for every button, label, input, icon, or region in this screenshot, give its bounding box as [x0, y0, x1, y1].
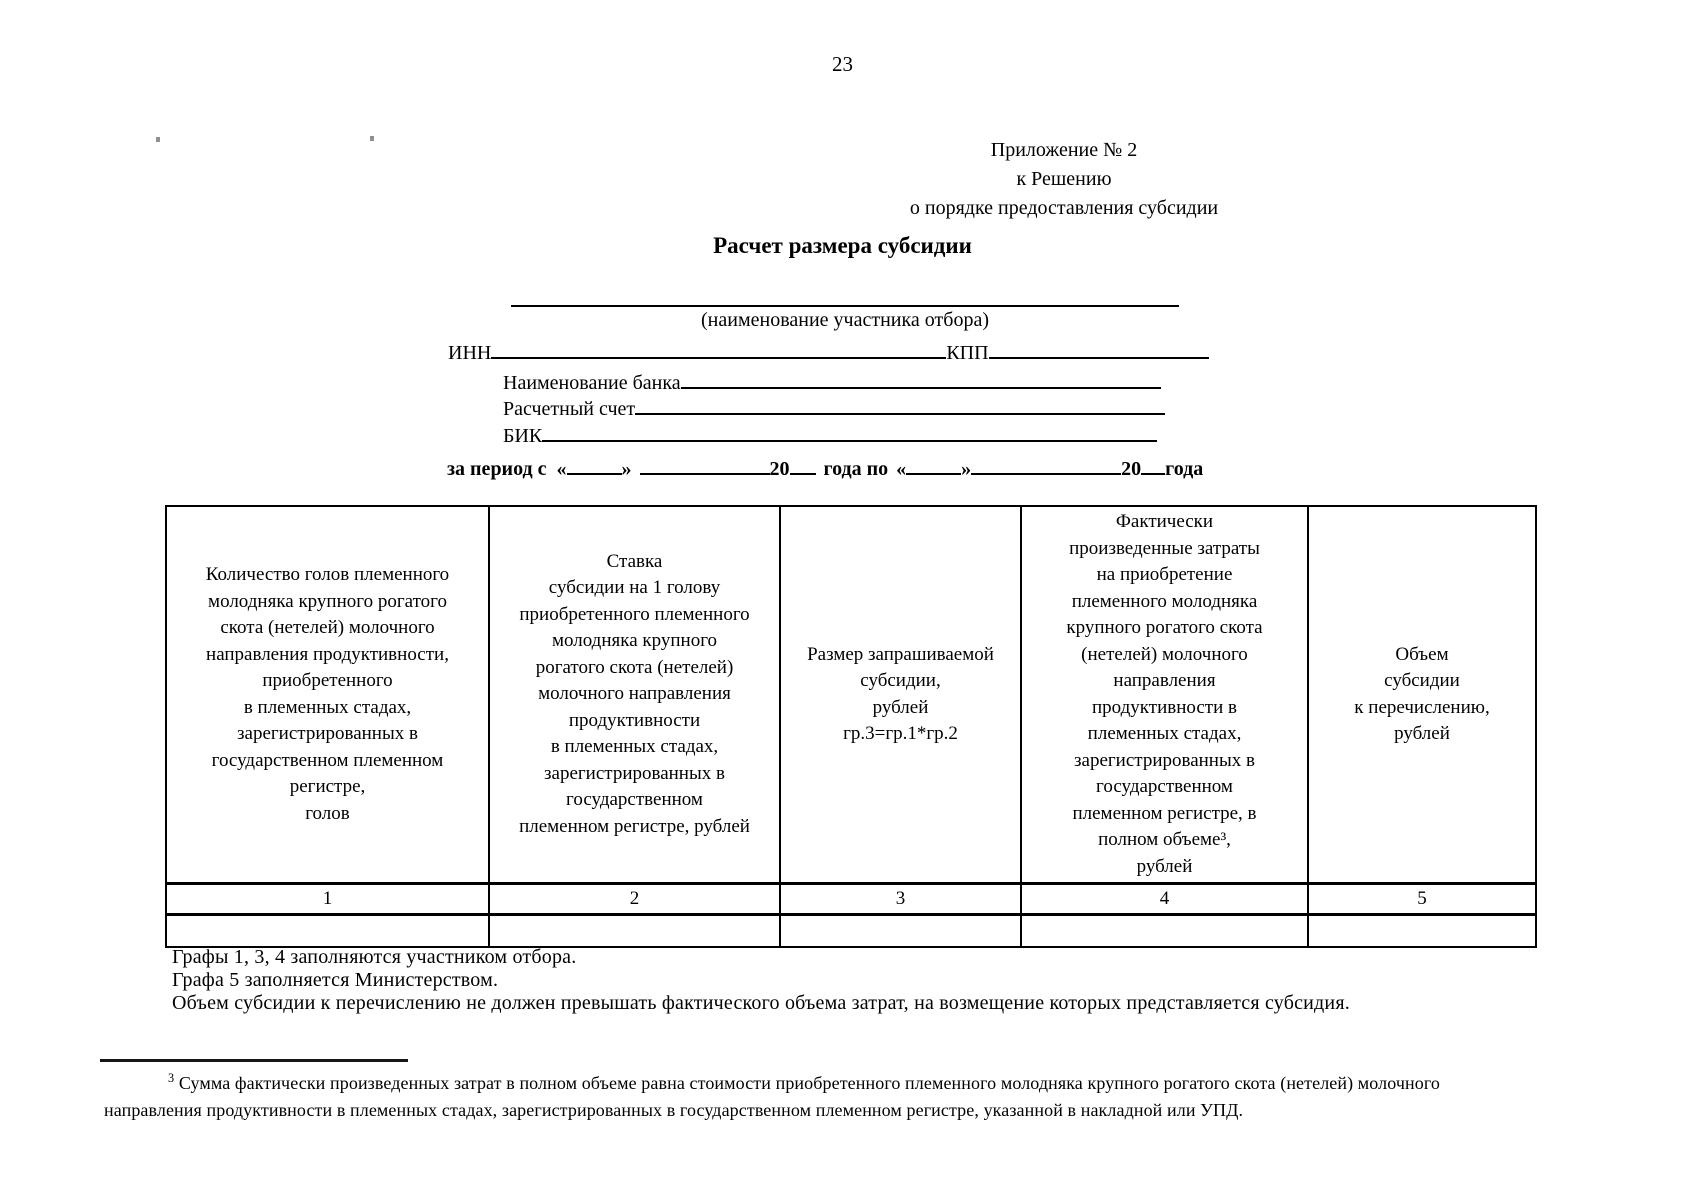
appendix-block: Приложение № 2 к Решению о порядке предо…	[878, 136, 1250, 223]
header-cell-actual-costs: Фактически произведенные затраты на прио…	[1020, 505, 1309, 885]
header-cell-rate: Ставка субсидии на 1 голову приобретенно…	[488, 505, 781, 885]
bank-blank	[680, 367, 1161, 389]
scan-speck	[370, 136, 374, 141]
kpp-label: КПП	[946, 342, 989, 364]
appendix-line: Приложение № 2	[990, 139, 1138, 161]
empty-cell	[1020, 913, 1309, 948]
scan-speck	[156, 137, 160, 142]
close-quote: »	[621, 458, 632, 480]
period-middle: года по	[823, 458, 889, 480]
footnote-marker: 3	[168, 1071, 175, 1085]
note-line: Объем субсидии к перечислению не должен …	[172, 992, 1350, 1014]
column-number-cell: 3	[779, 882, 1022, 916]
table-header-row: Количество голов племенного молодняка кр…	[165, 505, 1537, 885]
appendix-line: о порядке предоставления субсидии	[909, 197, 1219, 219]
bik-row: БИК	[503, 420, 1158, 448]
footnote-line: направления продуктивности в племенных с…	[104, 1100, 1244, 1120]
notes-block: Графы 1, 3, 4 заполняются участником отб…	[172, 946, 1572, 1015]
close-quote: »	[961, 458, 972, 480]
period-month-blank-1	[639, 453, 770, 475]
column-number-cell: 1	[165, 882, 490, 916]
document-title: Расчет размера субсидии	[713, 233, 972, 258]
footnote-text: Сумма фактически произведенных затрат в …	[178, 1073, 1440, 1093]
period-day-blank-2	[906, 453, 962, 475]
period-line: за период с « » 20 года по « » 20 года	[447, 453, 1203, 481]
period-prefix: за период с	[447, 458, 547, 480]
period-year-blank-2	[1141, 453, 1166, 475]
account-label: Расчетный счет	[503, 398, 636, 420]
period-year-blank-1	[789, 453, 816, 475]
column-number-cell: 5	[1307, 882, 1537, 916]
empty-cell	[165, 913, 490, 948]
bik-label: БИК	[503, 425, 543, 447]
note-line: Графы 1, 3, 4 заполняются участником отб…	[172, 946, 577, 968]
inn-label: ИНН	[448, 342, 492, 364]
note-line: Графа 5 заполняется Министерством.	[172, 969, 499, 991]
kpp-blank	[988, 337, 1209, 359]
empty-cell	[1307, 913, 1537, 948]
page-number: 23	[832, 52, 853, 76]
bank-row: Наименование банка	[503, 367, 1161, 395]
subsidy-table: Количество голов племенного молодняка кр…	[165, 505, 1537, 948]
appendix-line: к Решению	[1016, 168, 1112, 190]
open-quote: «	[556, 458, 567, 480]
open-quote: «	[896, 458, 907, 480]
inn-blank	[491, 337, 947, 359]
period-year-prefix-2: 20	[1121, 458, 1142, 480]
footnote-block: 3 Сумма фактически произведенных затрат …	[104, 1070, 1574, 1124]
account-blank	[635, 393, 1166, 415]
participant-name-blank	[511, 284, 1179, 307]
empty-cell	[779, 913, 1022, 948]
column-numbers-row: 1 2 3 4 5	[165, 882, 1537, 916]
column-number-cell: 2	[488, 882, 781, 916]
inn-kpp-row: ИНН КПП	[448, 337, 1209, 365]
bank-label: Наименование банка	[503, 372, 681, 394]
period-year-prefix-1: 20	[769, 458, 790, 480]
column-number-cell: 4	[1020, 882, 1309, 916]
footnote-separator	[100, 1059, 408, 1062]
header-cell-quantity: Количество голов племенного молодняка кр…	[165, 505, 490, 885]
participant-name-caption: (наименование участника отбора)	[701, 309, 989, 331]
empty-cell	[488, 913, 781, 948]
period-suffix: года	[1165, 458, 1204, 480]
period-day-blank-1	[566, 453, 622, 475]
header-cell-requested-amount: Размер запрашиваемой субсидии, рублей гр…	[779, 505, 1022, 885]
bik-blank	[542, 420, 1158, 442]
account-row: Расчетный счет	[503, 393, 1166, 421]
footnote-line: 3 Сумма фактически произведенных затрат …	[104, 1070, 1574, 1097]
data-entry-row	[165, 913, 1537, 948]
header-cell-transfer-amount: Объем субсидии к перечислению, рублей	[1307, 505, 1537, 885]
period-month-blank-2	[971, 453, 1122, 475]
